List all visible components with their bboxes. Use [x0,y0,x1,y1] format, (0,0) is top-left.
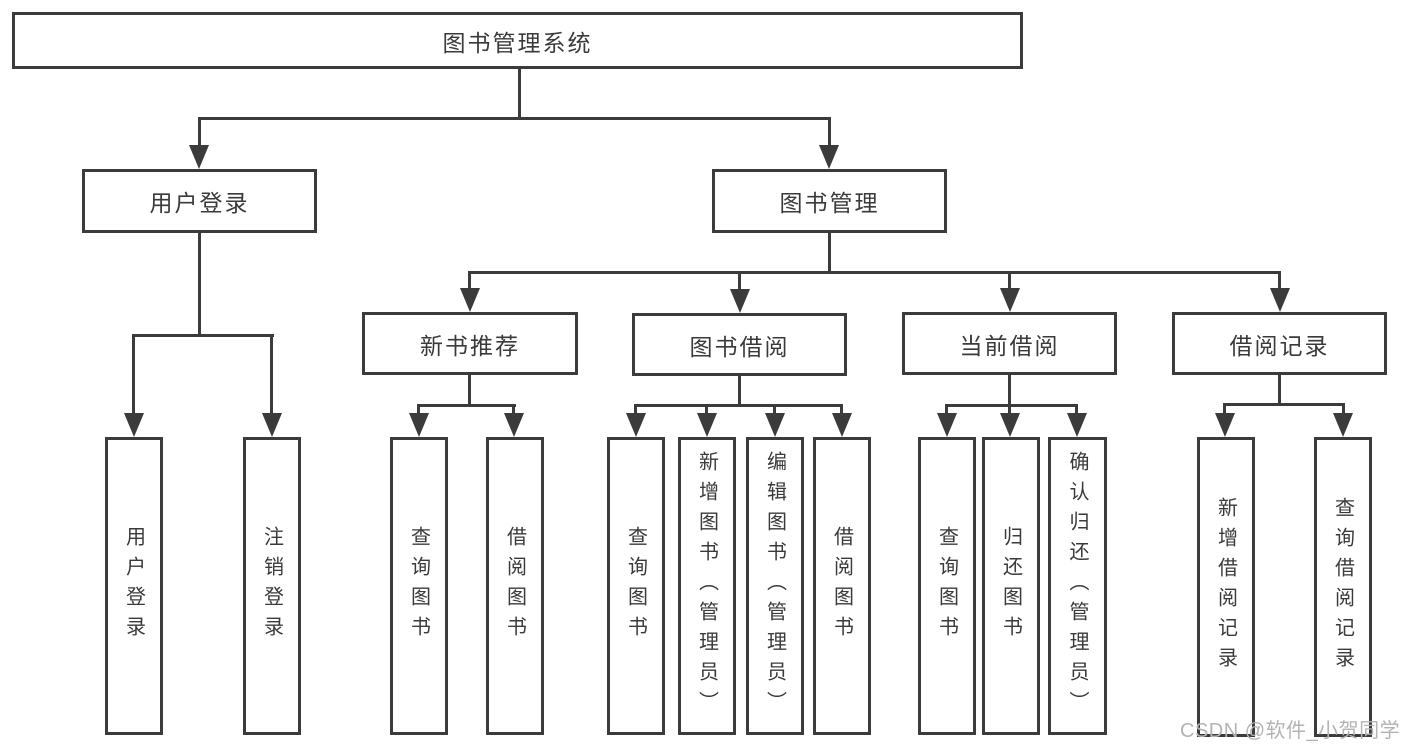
node-label: 图书借阅 [689,333,790,360]
arrow-down-icon [765,413,785,437]
leaf-borrow-books-1: 借阅图书 [486,437,544,735]
leaf-query-books-2: 查询图书 [607,437,665,735]
arrow-down-icon [626,413,646,437]
connector-line [828,232,831,274]
node-label: 当前借阅 [959,332,1060,359]
node-root-system: 图书管理系统 [12,12,1023,69]
node-book-management: 图书管理 [712,169,947,233]
leaf-edit-books-admin: 编辑图书（管理员） [746,437,804,735]
arrow-down-icon [1270,288,1290,312]
connector-line [132,334,274,337]
connector-line [1278,374,1281,406]
arrow-down-icon [697,413,717,437]
connector-line [945,404,948,418]
node-book-borrowing: 图书借阅 [632,313,847,376]
arrow-down-icon [730,289,750,313]
node-label: 编辑图书（管理员） [763,451,786,721]
csdn-watermark: CSDN @软件_小贺同学 [1180,720,1401,742]
leaf-logout: 注销登录 [243,437,301,735]
node-label: 注销登录 [260,526,283,646]
node-label: 借阅记录 [1229,332,1330,359]
leaf-query-books-1: 查询图书 [390,437,448,735]
connector-line [1278,271,1281,293]
connector-line [634,404,843,407]
connector-line [1075,404,1078,418]
leaf-add-books-admin: 新增图书（管理员） [678,437,736,735]
connector-line [468,271,471,293]
connector-line [270,334,273,418]
connector-line [417,404,420,418]
connector-line [198,232,201,336]
connector-line [1008,271,1011,293]
arrow-down-icon [504,413,524,437]
node-borrowing-records: 借阅记录 [1172,312,1387,375]
node-label: 查询借阅记录 [1331,497,1354,677]
node-label: 新增借阅记录 [1214,497,1237,677]
leaf-query-borrow-record: 查询借阅记录 [1314,437,1372,737]
node-label: 借阅图书 [503,526,526,646]
connector-line [198,117,201,150]
node-new-book-recommendation: 新书推荐 [362,312,578,375]
connector-line [634,404,637,418]
arrow-down-icon [262,413,282,437]
node-label: 确认归还（管理员） [1066,451,1088,721]
connector-line [468,271,1281,274]
arrow-down-icon [1333,413,1353,437]
leaf-borrow-books-2: 借阅图书 [813,437,871,735]
connector-line [1008,374,1011,407]
arrow-down-icon [819,145,839,169]
node-label: 查询图书 [624,526,647,646]
connector-line [738,375,741,407]
connector-line [518,69,521,118]
leaf-add-borrow-record: 新增借阅记录 [1197,437,1255,737]
connector-line [198,117,831,120]
node-label: 查询图书 [935,526,958,646]
connector-line [945,404,1078,407]
connector-line [132,334,135,418]
connector-line [705,404,708,418]
node-label: 用户登录 [122,526,145,646]
leaf-return-books: 归还图书 [982,437,1040,735]
arrow-down-icon [1067,413,1087,437]
connector-line [1342,403,1345,418]
connector-line [1223,403,1345,406]
connector-line [1223,403,1226,418]
connector-line [773,404,776,418]
node-label: 归还图书 [999,526,1022,646]
connector-line [1008,404,1011,418]
arrow-down-icon [409,413,429,437]
node-label: 新增图书（管理员） [695,451,718,721]
node-user-login: 用户登录 [82,169,317,233]
leaf-query-books-3: 查询图书 [918,437,976,735]
leaf-confirm-return-admin: 确认归还（管理员） [1048,437,1107,735]
leaf-user-login: 用户登录 [105,437,163,735]
node-label: 新书推荐 [420,332,520,359]
arrow-down-icon [937,413,957,437]
arrow-down-icon [1215,413,1235,437]
node-label: 查询图书 [407,526,430,646]
connector-line [417,404,516,407]
connector-line [828,117,831,150]
node-current-borrowing: 当前借阅 [902,312,1117,375]
connector-line [738,271,741,293]
node-label: 图书管理 [779,190,880,216]
arrow-down-icon [124,413,144,437]
connector-line [840,404,843,418]
connector-line [512,404,515,418]
node-label: 图书管理系统 [442,29,593,56]
arrow-down-icon [1000,413,1020,437]
node-label: 借阅图书 [830,526,853,646]
node-label: 用户登录 [149,190,250,216]
connector-line [468,374,471,407]
arrow-down-icon [460,288,480,312]
arrow-down-icon [832,413,852,437]
arrow-down-icon [1000,288,1020,312]
arrow-down-icon [189,145,209,169]
